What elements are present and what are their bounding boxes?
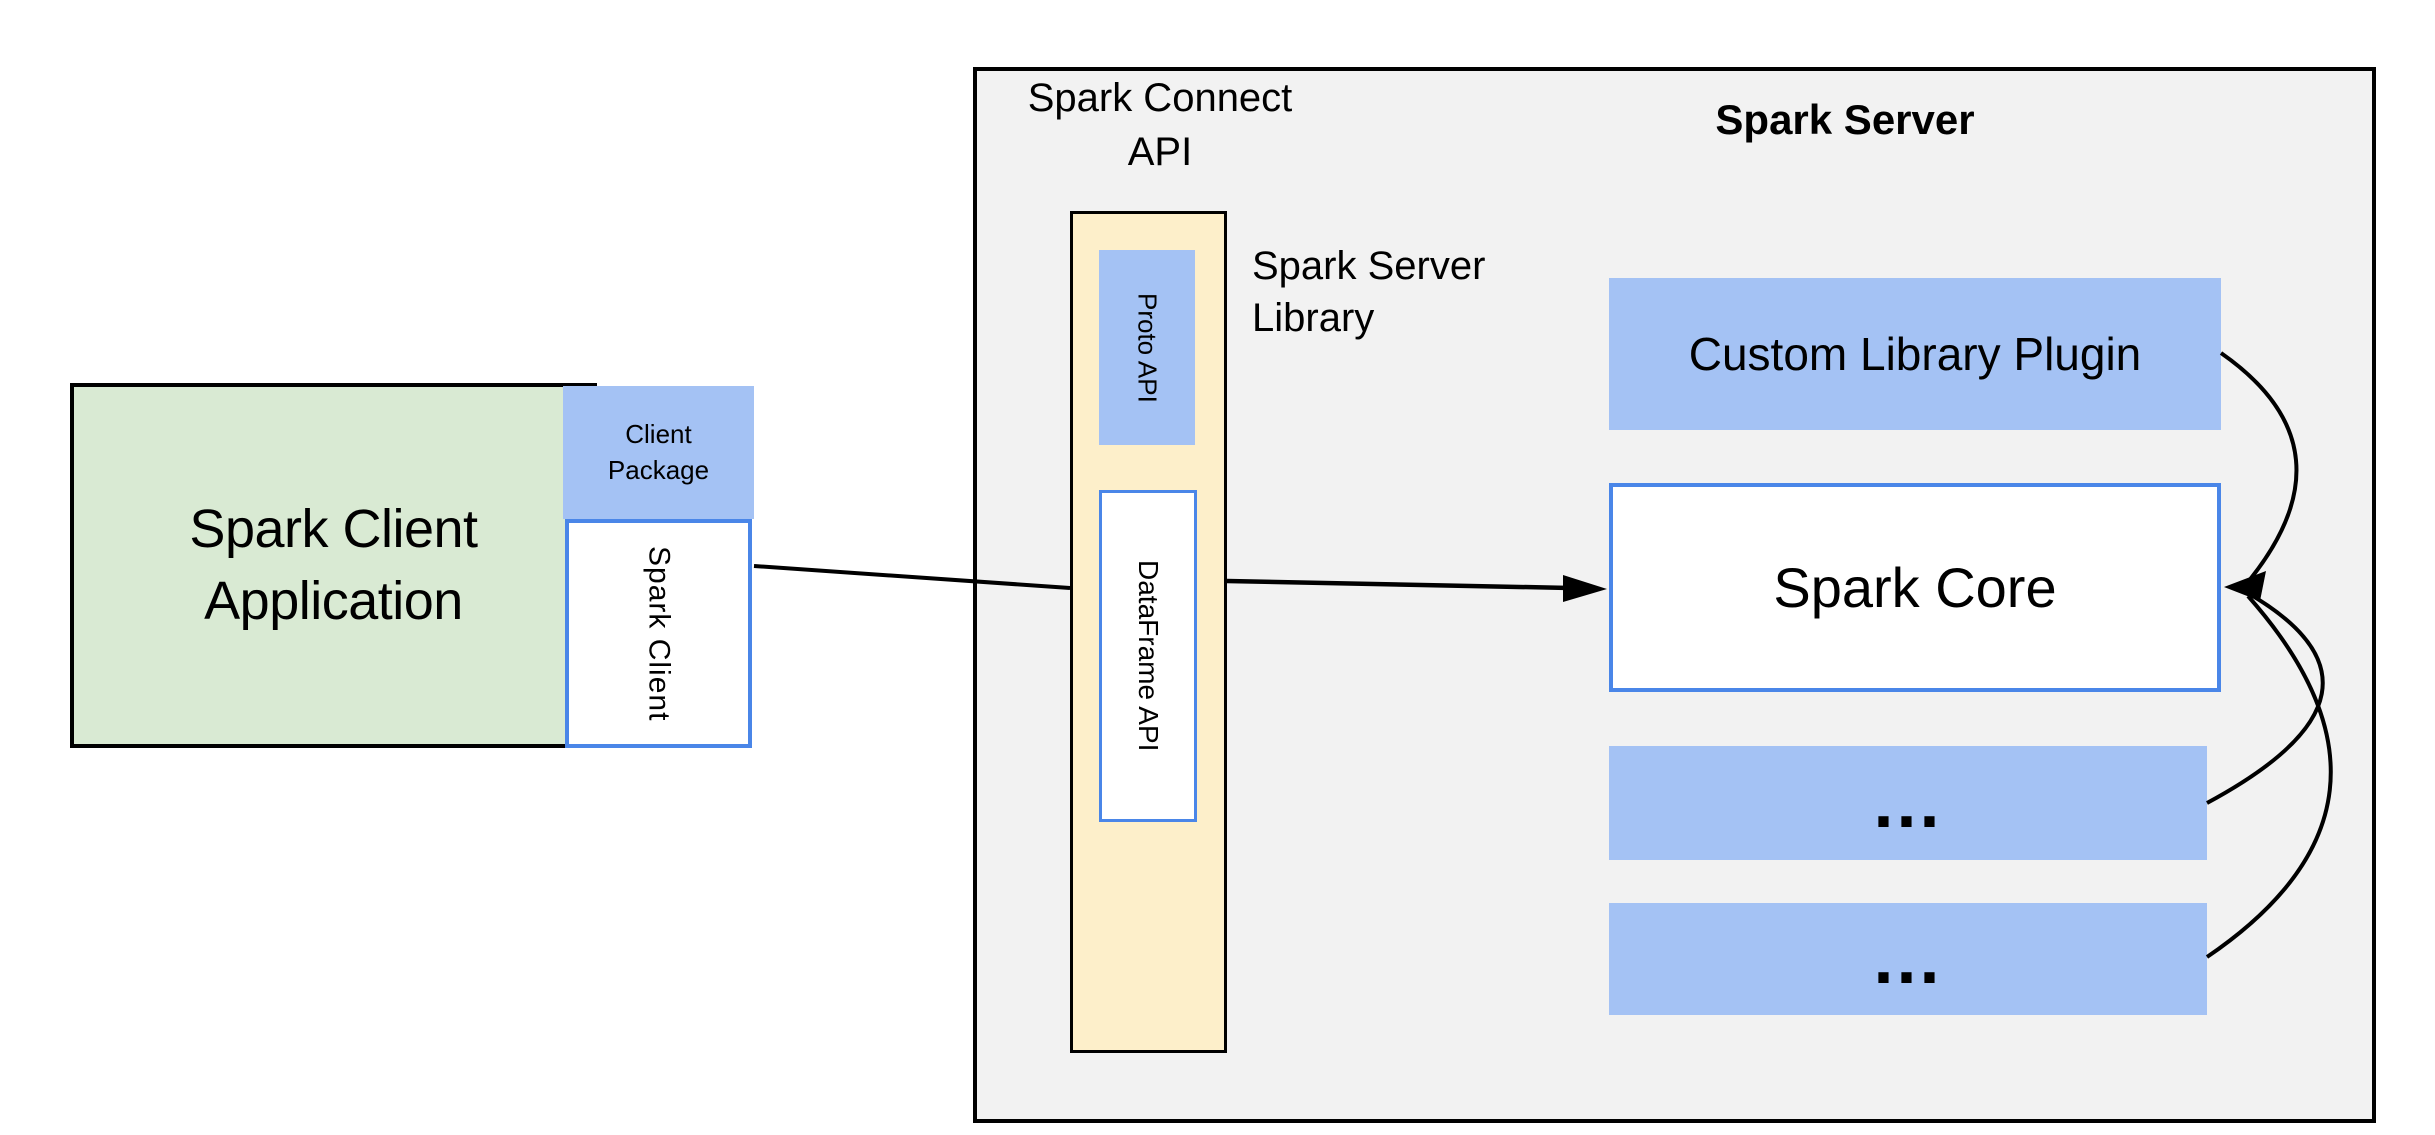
plugin-placeholder-box-1: ... [1609, 746, 2207, 860]
plugin-placeholder-2-label: ... [1873, 919, 1943, 999]
spark-connect-api-label: Spark Connect API [1027, 76, 1293, 174]
dataframe-api-box: DataFrame API [1099, 490, 1197, 822]
proto-api-label: Proto API [1132, 292, 1163, 403]
plugin-placeholder-1-label: ... [1873, 763, 1943, 843]
plugin-placeholder-box-2: ... [1609, 903, 2207, 1015]
spark-client-application-label: Spark Client Application [189, 499, 478, 631]
spark-client-box: Spark Client [565, 519, 752, 748]
spark-client-application-box: Spark Client Application [70, 383, 597, 748]
spark-server-library-label: Spark Server Library [1252, 244, 1486, 340]
spark-core-box: Spark Core [1609, 483, 2221, 692]
client-package-box: Client Package [563, 386, 754, 519]
custom-library-plugin-box: Custom Library Plugin [1609, 278, 2221, 430]
dataframe-api-label: DataFrame API [1133, 560, 1164, 752]
proto-api-box: Proto API [1099, 250, 1195, 445]
spark-client-label: Spark Client [642, 545, 676, 722]
spark-server-title: Spark Server [1715, 96, 1975, 143]
